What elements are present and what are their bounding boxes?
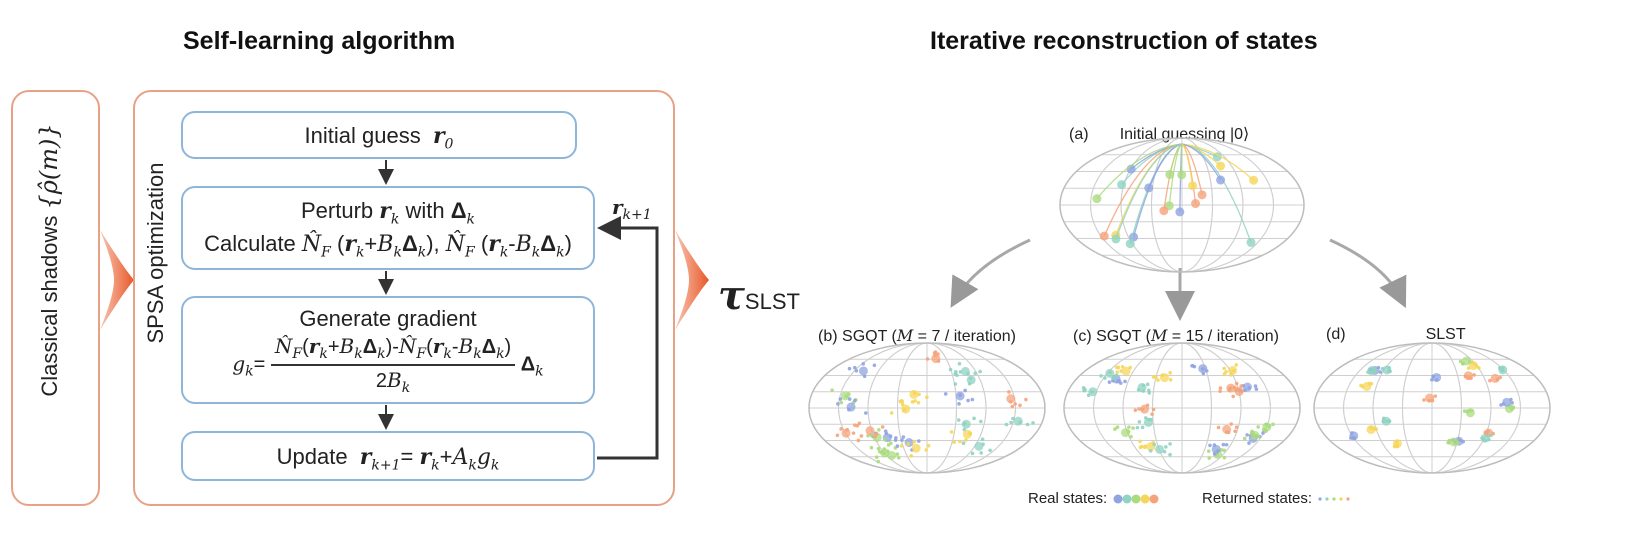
step-perturb: Perturb rk with Δk Calculate N̂F (rk+BkΔ… [181, 186, 595, 270]
map-c-label: (c) SGQT (M = 15 / iteration) [1073, 326, 1279, 345]
map-c [1063, 342, 1301, 474]
legend-returned-dots [1318, 497, 1350, 501]
map-a [1059, 137, 1305, 273]
output-symbol: τSLST [718, 272, 800, 319]
map-b [808, 342, 1046, 474]
right-title: Iterative reconstruction of states [930, 27, 1318, 55]
input-arrow-icon [100, 230, 134, 330]
feedback-label: rk+1 [612, 195, 652, 223]
gray-arrow-right [1329, 238, 1407, 309]
step-initial-guess: Initial guess r0 [181, 111, 577, 159]
feedback-arrow [597, 216, 659, 460]
map-a-label: (a) Initial guessing |0⟩ [1069, 126, 1250, 143]
step-gradient: Generate gradient gk= N̂F(rk+BkΔk)-N̂F(r… [181, 296, 595, 404]
legend-returned: Returned states: [1202, 490, 1313, 507]
gray-arrow-left [950, 238, 1031, 308]
step-update: Update rk+1= rk+Akgk [181, 431, 595, 481]
legend-real: Real states: [1028, 490, 1108, 507]
legend-real-dots [1113, 494, 1159, 504]
map-d [1313, 342, 1551, 474]
output-arrow-icon [675, 230, 709, 330]
classical-shadows-box [11, 90, 100, 506]
left-title: Self-learning algorithm [183, 27, 456, 55]
flow-arrows [378, 160, 659, 460]
map-d-label: (d) SLST [1326, 326, 1466, 343]
map-b-label: (b) SGQT (M = 7 / iteration) [818, 326, 1016, 345]
